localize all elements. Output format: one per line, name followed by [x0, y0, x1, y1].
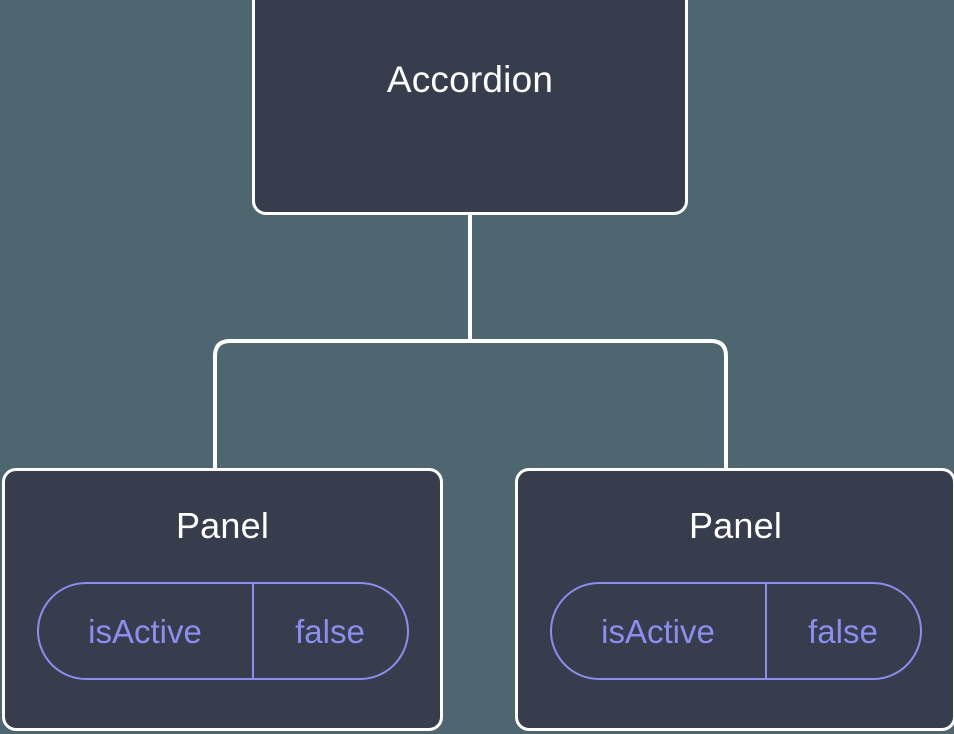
state-badge-panel-2[interactable]: isActive false	[549, 582, 922, 680]
state-divider-panel-2	[764, 584, 767, 678]
state-key-panel-1: isActive	[88, 612, 202, 650]
state-value-panel-1: false	[295, 612, 365, 650]
node-panel-1-label: Panel	[175, 505, 270, 546]
state-value-panel-2: false	[808, 612, 878, 650]
node-panel-1[interactable]: Panel isActive false	[2, 468, 443, 731]
node-accordion-label: Accordion	[386, 59, 554, 100]
node-panel-2[interactable]: Panel isActive false	[515, 468, 954, 731]
edge-split-bar	[213, 339, 728, 468]
state-badge-panel-1[interactable]: isActive false	[36, 582, 409, 680]
node-panel-2-label: Panel	[688, 505, 783, 546]
node-accordion[interactable]: Accordion	[252, 0, 688, 215]
state-key-panel-2: isActive	[601, 612, 715, 650]
state-divider-panel-1	[251, 584, 254, 678]
